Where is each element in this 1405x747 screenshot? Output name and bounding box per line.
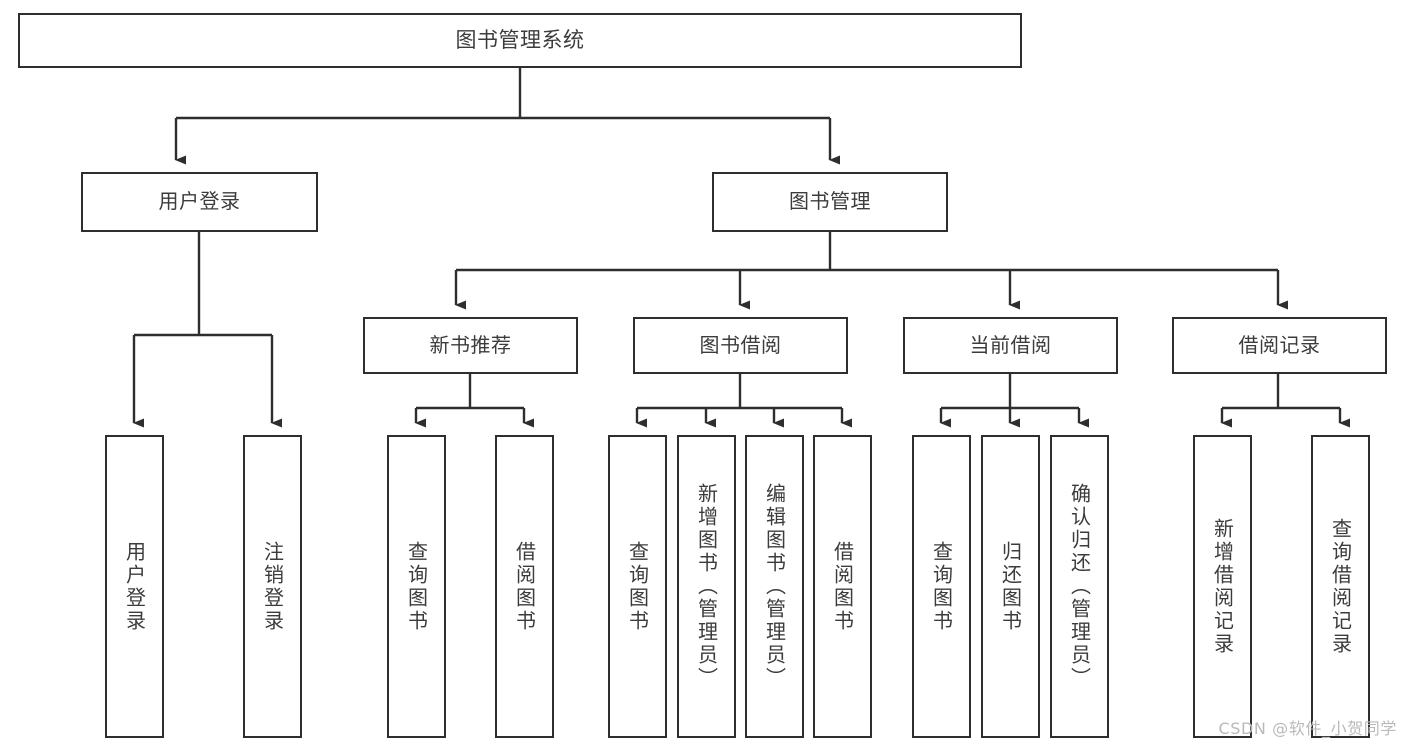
node-borrow-record[interactable]: 借阅记录 <box>1172 317 1387 374</box>
node-label: 图书管理 <box>789 189 871 214</box>
leaf-borrow-book-recommend[interactable]: 借阅图书 <box>495 435 554 738</box>
leaf-edit-book-admin[interactable]: 编辑图书（管理员） <box>745 435 804 738</box>
node-label: 查询图书 <box>625 540 650 633</box>
leaf-borrow-book[interactable]: 借阅图书 <box>813 435 872 738</box>
leaf-user-login[interactable]: 用户登录 <box>105 435 164 738</box>
node-label: 查询图书 <box>404 540 429 633</box>
node-label: 归还图书 <box>998 540 1023 633</box>
node-label: 查询借阅记录 <box>1328 517 1353 656</box>
leaf-add-book-admin[interactable]: 新增图书（管理员） <box>677 435 736 738</box>
node-label: 借阅图书 <box>512 540 537 633</box>
leaf-logout[interactable]: 注销登录 <box>243 435 302 738</box>
node-label: 借阅记录 <box>1238 332 1321 357</box>
node-label: 图书管理系统 <box>455 28 585 53</box>
leaf-query-book-borrow[interactable]: 查询图书 <box>608 435 667 738</box>
node-label: 用户登录 <box>122 540 147 633</box>
node-new-book-recommend[interactable]: 新书推荐 <box>363 317 578 374</box>
node-root-system[interactable]: 图书管理系统 <box>18 13 1022 68</box>
node-label: 新增图书（管理员） <box>694 483 719 690</box>
leaf-query-book-recommend[interactable]: 查询图书 <box>387 435 446 738</box>
leaf-confirm-return-admin[interactable]: 确认归还（管理员） <box>1050 435 1109 738</box>
node-label: 新书推荐 <box>429 332 512 357</box>
node-book-borrow[interactable]: 图书借阅 <box>633 317 848 374</box>
leaf-query-borrow-record[interactable]: 查询借阅记录 <box>1311 435 1370 738</box>
node-label: 注销登录 <box>260 540 285 633</box>
node-user-login[interactable]: 用户登录 <box>81 172 318 232</box>
node-label: 新增借阅记录 <box>1210 517 1235 656</box>
node-label: 编辑图书（管理员） <box>762 483 787 690</box>
node-label: 用户登录 <box>158 189 241 214</box>
leaf-query-book-current[interactable]: 查询图书 <box>912 435 971 738</box>
node-label: 借阅图书 <box>830 540 855 633</box>
leaf-return-book[interactable]: 归还图书 <box>981 435 1040 738</box>
node-label: 当前借阅 <box>969 332 1052 357</box>
node-label: 查询图书 <box>929 540 954 633</box>
node-current-borrow[interactable]: 当前借阅 <box>903 317 1118 374</box>
leaf-add-borrow-record[interactable]: 新增借阅记录 <box>1193 435 1252 738</box>
node-label: 图书借阅 <box>699 332 782 357</box>
node-label: 确认归还（管理员） <box>1067 483 1092 690</box>
node-book-management[interactable]: 图书管理 <box>712 172 948 232</box>
